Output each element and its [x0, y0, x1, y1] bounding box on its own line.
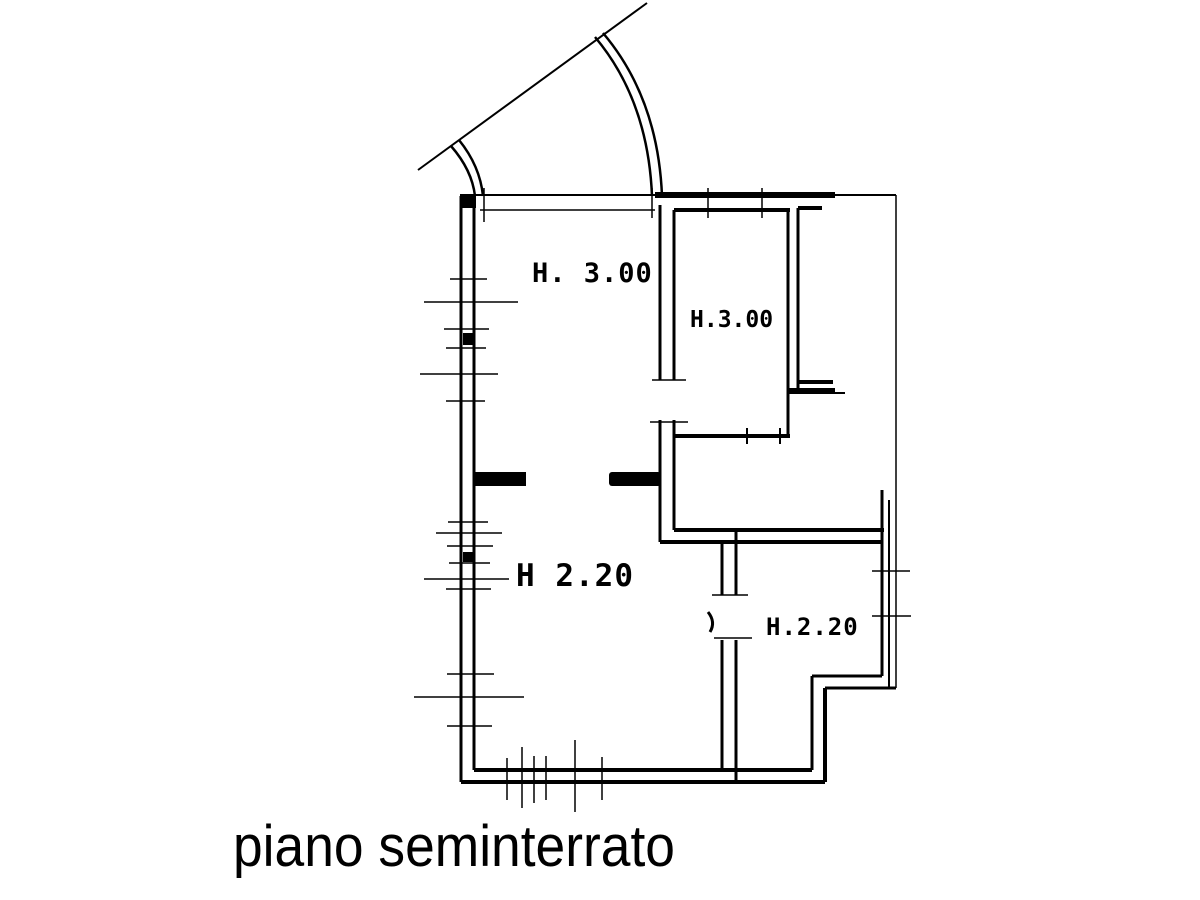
top-wall-marks: [483, 188, 763, 222]
room-height-label-lower-right: H.2.20: [766, 613, 859, 641]
bottom-wall-window-marks: [506, 740, 603, 812]
interior-walls: [474, 205, 884, 782]
right-wall-window-marks: [872, 570, 911, 617]
left-wall-window-marks: [414, 278, 524, 727]
exterior-walls: [459, 192, 897, 784]
room-height-label-upper-middle: H.3.00: [690, 307, 774, 333]
room-height-label-lower-left: H 2.20: [516, 558, 634, 594]
room-height-label-upper-left: H. 3.00: [532, 258, 653, 289]
entrance-ramp: [417, 2, 664, 197]
floor-caption: piano seminterrato: [233, 814, 675, 879]
